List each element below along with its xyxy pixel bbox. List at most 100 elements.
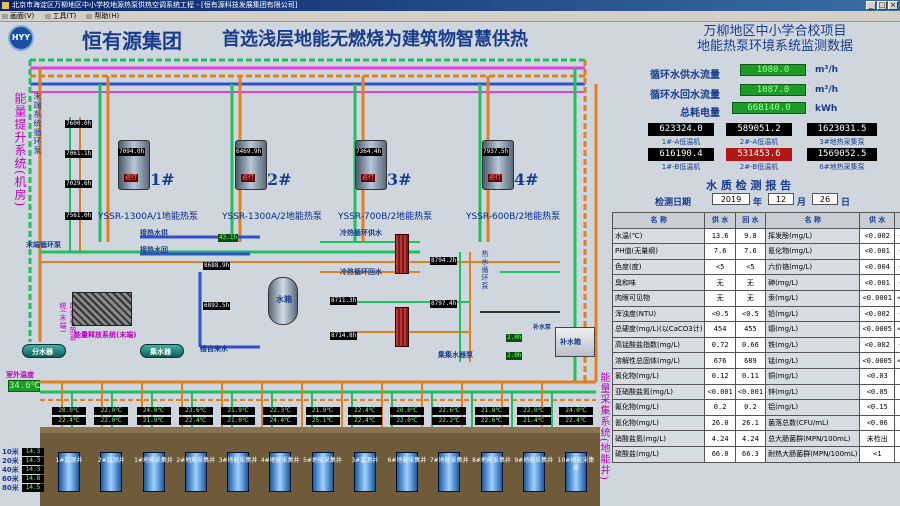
heatpump-3-runtime: 7364.4h [355, 148, 383, 156]
param-value-cell: <0.0001 [859, 289, 895, 307]
end-pump-1-runtime: 7600.0h [65, 120, 93, 128]
heatpump-4[interactable]: 7937.5h 4# 运行 [482, 140, 539, 190]
pump-runtime-d: 8711.3h [330, 297, 358, 305]
report-title: 水 质 检 测 报 告 [706, 179, 792, 192]
param-name-cell: 氯化物(mg/L) [611, 367, 706, 385]
pump-runtime-c: 6892.5h [203, 302, 231, 310]
param-value-cell: 7.6 [734, 243, 767, 260]
well-temp-in: 21.8℃ [474, 407, 509, 415]
col-return-2: 回 水 [894, 212, 900, 229]
well-temp-in: 22.6℃ [432, 407, 467, 415]
param-name-cell: 总硬度(mg/L)(以CaCO3计) [611, 321, 706, 338]
well-temp-in: 22.3℃ [263, 407, 298, 415]
heatpump-3-number: 3# [387, 170, 412, 189]
param-value-cell: <0.0005 [894, 352, 900, 369]
well-temp-in: 20.0℃ [390, 407, 424, 415]
param-value-cell: 26.1 [734, 414, 767, 432]
param-name-cell: PH值(无量纲) [611, 243, 706, 260]
param-value-cell: <0.0005 [859, 321, 895, 338]
supply-flow-label: 循环水供水流量 [650, 70, 720, 81]
well-casing [438, 452, 461, 492]
menu-bar: 画面(V) 工具(T) 帮助(H) [0, 11, 900, 22]
well-temp-in: 20.0℃ [52, 407, 86, 415]
heat-loop-pump-label: 热水循环泵 [481, 250, 489, 290]
total-power-label: 总耗电量 [680, 108, 720, 119]
param-value-cell: <0.002 [859, 336, 895, 354]
heatpump-3[interactable]: 7364.4h 3# 运行 [355, 140, 412, 190]
meter-1b-label: 1#-B低温机 [661, 163, 701, 171]
release-label: 能量释放系统(末端) [74, 331, 137, 339]
param-name-cell: 耐热大肠菌群(MPN/100mL) [765, 445, 861, 463]
well-3[interactable]: 24.0℃ 21.9℃ 1#地能采集井 [134, 407, 173, 492]
param-name-cell: 铜(mg/L) [765, 367, 861, 385]
param-name-cell: 硝酸盐氮(mg/L) [611, 430, 706, 447]
well-temp-out: 21.0℃ [221, 417, 255, 425]
report-month-unit: 月 [797, 198, 807, 208]
well-name: 1#监测井 [55, 457, 83, 464]
table-row: 总硬度(mg/L)(以CaCO3计)454455镉(mg/L)<0.0005<0… [611, 321, 900, 338]
well-temp-out: 22.4℃ [347, 417, 382, 425]
param-value-cell: <0.004 [894, 258, 900, 276]
well-1[interactable]: 20.0℃ 22.4℃ 1#监测井 [50, 407, 88, 492]
report-day[interactable]: 26 [812, 193, 838, 205]
menu-tools[interactable]: 工具(T) [43, 11, 83, 22]
well-temp-out: 22.4℃ [52, 417, 86, 425]
col-supply-2: 供 水 [859, 212, 895, 229]
heatpump-1[interactable]: 7094.0h 1# 运行 [118, 140, 175, 190]
param-name-cell: 六价铬(mg/L) [765, 258, 861, 276]
report-year[interactable]: 2019 [712, 193, 750, 205]
well-casing [142, 452, 165, 492]
param-value-cell: 无 [734, 274, 767, 291]
param-value-cell: <5 [704, 258, 736, 276]
param-value-cell: <0.5 [704, 305, 736, 323]
param-value-cell: <0.002 [859, 227, 895, 245]
param-value-cell: <0.0005 [859, 352, 895, 369]
maximize-button[interactable]: □ [877, 1, 887, 10]
param-value-cell: 7.6 [704, 243, 736, 260]
well-temp-in: 24.0℃ [136, 407, 171, 415]
well-temp-out: 21.9℃ [136, 417, 171, 425]
param-value-cell: 66.3 [734, 445, 767, 463]
param-value-cell: <1 [894, 445, 900, 463]
well-temp-in: 21.9℃ [221, 407, 255, 415]
heatpump-1-number: 1# [150, 170, 175, 189]
end-pump-4-runtime: 7561.0h [65, 212, 93, 220]
menu-help[interactable]: 帮助(H) [84, 11, 125, 22]
report-month[interactable]: 12 [768, 193, 794, 205]
param-value-cell: <0.001 [894, 274, 900, 291]
return-flow-value: 1087.0 [740, 84, 806, 96]
pump-runtime-a: 43.1h [218, 234, 239, 242]
heatpump-2[interactable]: 6469.9h 2# 运行 [235, 140, 292, 190]
menu-view[interactable]: 画面(V) [0, 11, 40, 22]
param-name-cell: 砷(mg/L) [765, 274, 861, 291]
floor-heating-coil [72, 292, 132, 326]
loop-pump-label: 末端循环泵 [26, 241, 61, 249]
param-value-cell: <0.03 [894, 367, 900, 385]
param-name-cell: 臭和味 [611, 274, 706, 291]
param-value-cell: <0.002 [894, 305, 900, 323]
scada-canvas: HYY 恒有源集团 首选浅层地能无燃烧为建筑物智慧供热 万柳地区中小学合校项目 … [0, 22, 900, 506]
return-flow-unit: m³/h [815, 85, 839, 95]
company-name: 恒有源集团 [82, 29, 182, 53]
well-name: 9#地能采集井 [514, 457, 554, 464]
param-value-cell: 13.6 [704, 227, 736, 245]
param-value-cell: 689 [734, 352, 767, 369]
table-header-row: 名 称 供 水 回 水 名 称 供 水 回 水 [611, 212, 900, 229]
close-button[interactable]: × [888, 1, 898, 10]
param-name-cell: 镉(mg/L) [765, 321, 861, 338]
well-name: 1#地能采集井 [134, 457, 173, 464]
minimize-button[interactable]: _ [866, 1, 876, 10]
